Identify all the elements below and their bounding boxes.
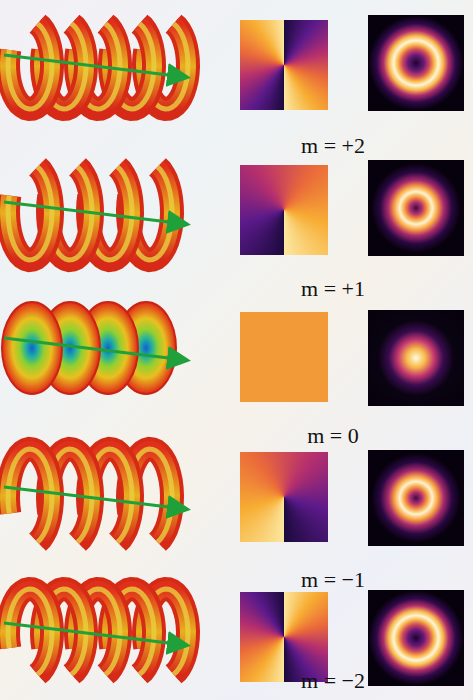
wavefront-group — [4, 167, 185, 260]
planar-wavefront — [2, 302, 62, 394]
helix-ribbon-face — [8, 167, 52, 260]
mode-label: m = +1 — [258, 276, 408, 302]
intensity-profile — [368, 450, 464, 546]
intensity-profile — [368, 590, 464, 686]
phase-map — [240, 165, 328, 255]
mode-label: m = +2 — [258, 133, 408, 159]
helix-ribbon-highlight — [8, 24, 52, 109]
mode-label: m = −2 — [258, 668, 408, 694]
helix-ribbon-face — [8, 24, 52, 109]
helix-ribbon — [8, 589, 52, 674]
helix-ribbon — [8, 449, 52, 542]
helix-ribbon — [8, 167, 52, 260]
helix-ribbon-highlight — [8, 167, 52, 260]
wavefront-group — [4, 589, 188, 674]
propagation-arrow — [4, 623, 185, 645]
intensity-profile — [368, 310, 464, 406]
phase-map — [240, 20, 328, 110]
helix-ribbon — [8, 24, 52, 109]
helix-ribbon-face — [8, 449, 52, 542]
helix-ribbon-highlight — [8, 589, 52, 674]
helix-ribbon-face — [8, 589, 52, 674]
intensity-profile — [368, 15, 464, 111]
propagation-arrow — [4, 202, 185, 224]
propagation-arrow — [4, 338, 185, 360]
wavefront-group — [2, 302, 185, 394]
intensity-profile — [368, 160, 464, 256]
mode-label: m = 0 — [258, 423, 408, 449]
phase-map — [240, 312, 328, 402]
phase-map — [240, 452, 328, 542]
mode-label: m = −1 — [258, 567, 408, 593]
wavefront-group — [4, 24, 188, 109]
propagation-arrow — [4, 55, 185, 77]
propagation-arrow — [4, 487, 185, 509]
helix-ribbon-highlight — [8, 449, 52, 542]
wavefront-group — [4, 449, 185, 542]
